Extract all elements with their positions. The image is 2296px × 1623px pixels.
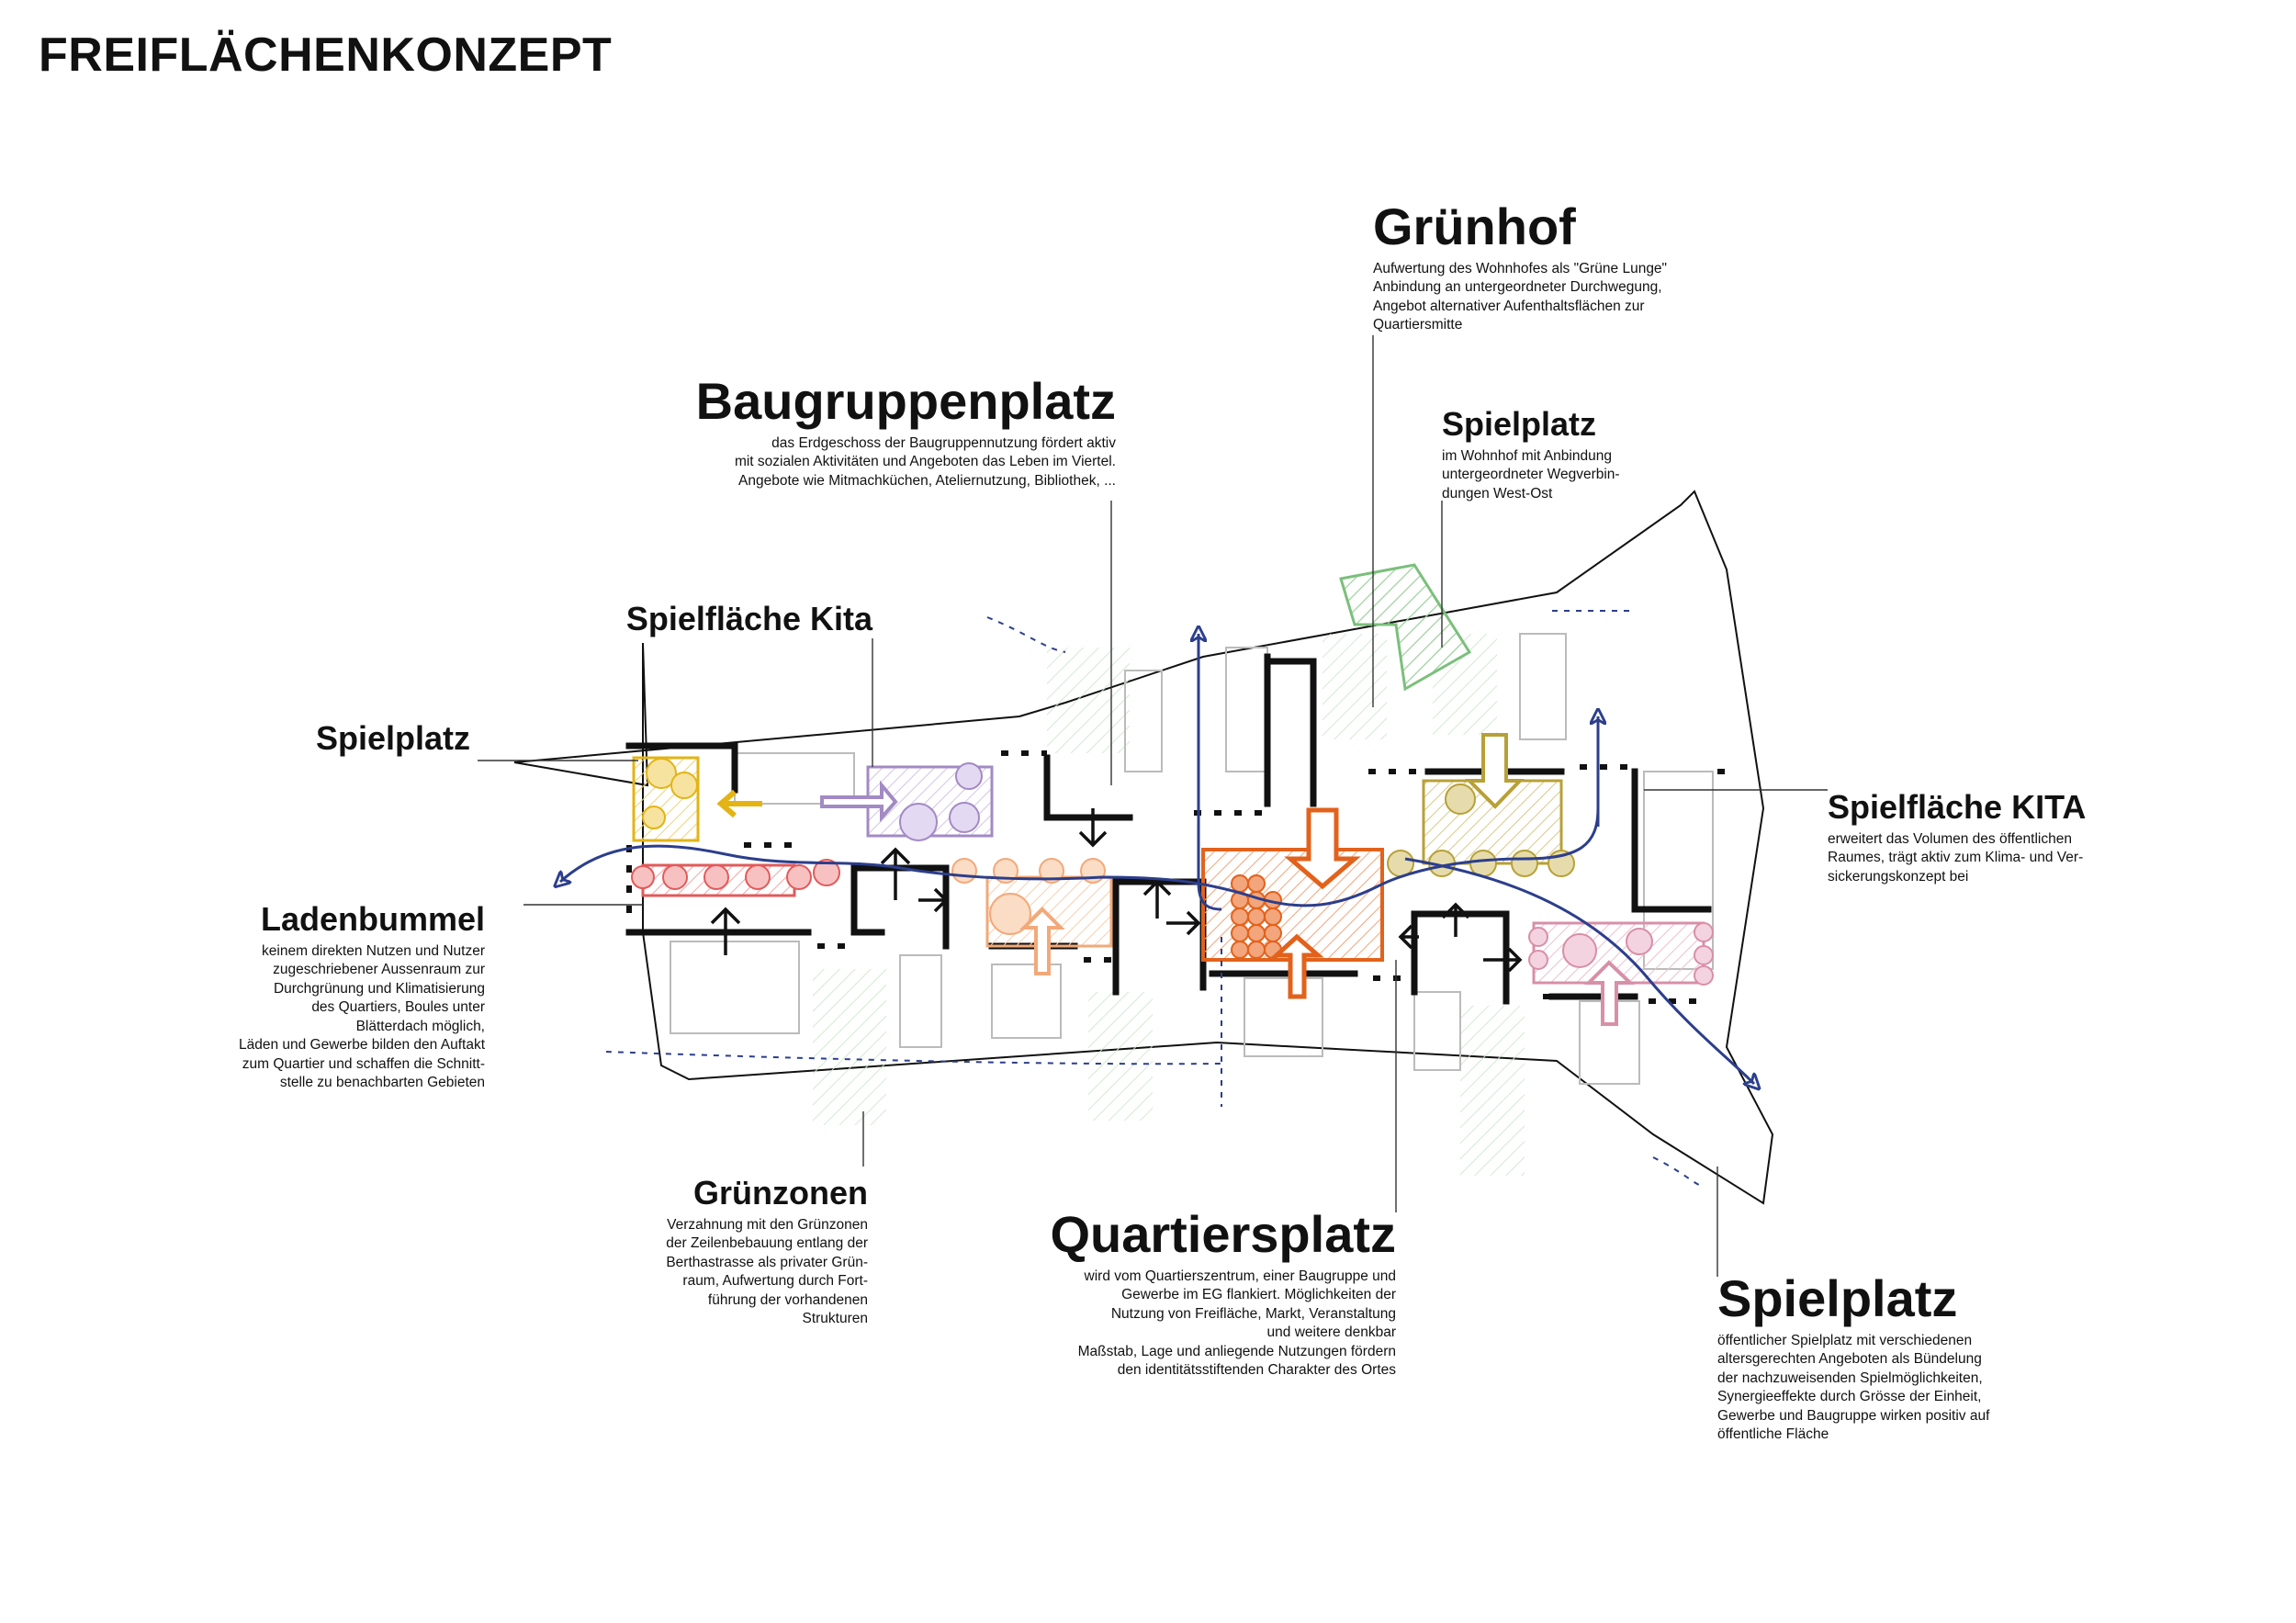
main-path [560, 634, 1754, 1084]
label-gruenhof: Grünhof Aufwertung des Wohnhofes als "Gr… [1373, 197, 1668, 335]
label-spielflaeche-kita-ost: Spielfläche KITA erweitert das Volumen d… [1828, 790, 2086, 886]
peach-area [951, 858, 1113, 975]
quartiersplatz-title: Quartiersplatz [1050, 1205, 1396, 1263]
gruenhof-title: Grünhof [1373, 197, 1576, 255]
spielplatz-ost-text: öffentlicher Spielplatz mit verschiedene… [1717, 1332, 1990, 1443]
spielplatz-west-area [632, 756, 762, 842]
label-gruenzonen: Grünzonen Verzahnung mit den Grünzonen d… [588, 1176, 868, 1329]
secondary-path [605, 610, 1700, 1186]
spielflaeche-kita-west-area [820, 762, 994, 841]
leader-lines [478, 335, 1828, 1277]
dashed-frontages [626, 750, 1736, 1004]
gruenzonen-hatch [813, 634, 1525, 1176]
baugruppenplatz-text: das Erdgeschoss der Baugruppennutzung fö… [734, 434, 1116, 489]
ladenbummel-text: keinem direkten Nutzen und Nutzer zugesc… [238, 942, 485, 1090]
spielplatz-west-title: Spielplatz [315, 719, 470, 757]
page-title: FREIFLÄCHENKONZEPT [39, 28, 613, 82]
baugruppenplatz-title: Baugruppenplatz [695, 372, 1116, 430]
gruenhof-text: Aufwertung des Wohnhofes als "Grüne Lung… [1373, 260, 1668, 333]
label-baugruppenplatz: Baugruppenplatz das Erdgeschoss der Baug… [588, 372, 1116, 490]
gruenzonen-text: Verzahnung mit den Grünzonen der Zeilenb… [666, 1216, 868, 1327]
label-ladenbummel: Ladenbummel keinem direkten Nutzen und N… [165, 902, 485, 1092]
entry-arrows [710, 808, 1523, 973]
spielflaeche-kita-west-title: Spielfläche Kita [625, 600, 872, 637]
spielplatz-hof-area [1387, 733, 1575, 877]
spielflaeche-kita-ost-title: Spielfläche KITA [1828, 788, 2087, 826]
spielplatz-hof-title: Spielplatz [1442, 405, 1597, 443]
building-outlines [670, 633, 1714, 1085]
ladenbummel-title: Ladenbummel [260, 900, 485, 938]
spielplatz-hof-text: im Wohnhof mit Anbindung untergeordneter… [1442, 447, 1620, 502]
gruenzonen-title: Grünzonen [693, 1174, 868, 1212]
spielflaeche-kita-ost-text: erweitert das Volumen des öffentlichen R… [1828, 830, 2084, 885]
label-quartiersplatz: Quartiersplatz wird vom Quartierszentrum… [974, 1205, 1396, 1381]
label-spielplatz-west: Spielplatz [276, 721, 470, 756]
quartiersplatz-text: wird vom Quartierszentrum, einer Baugrup… [1077, 1268, 1396, 1379]
label-spielflaeche-kita-west: Spielfläche Kita [588, 602, 872, 637]
label-spielplatz-ost: Spielplatz öffentlicher Spielplatz mit v… [1717, 1269, 1990, 1445]
spielplatz-ost-title: Spielplatz [1717, 1269, 1958, 1327]
spielplatz-ost-area [1528, 921, 1714, 1026]
quartiersplatz-area [1201, 807, 1384, 999]
label-spielplatz-hof: Spielplatz im Wohnhof mit Anbindung unte… [1442, 407, 1620, 503]
ladenbummel-area [631, 859, 840, 897]
